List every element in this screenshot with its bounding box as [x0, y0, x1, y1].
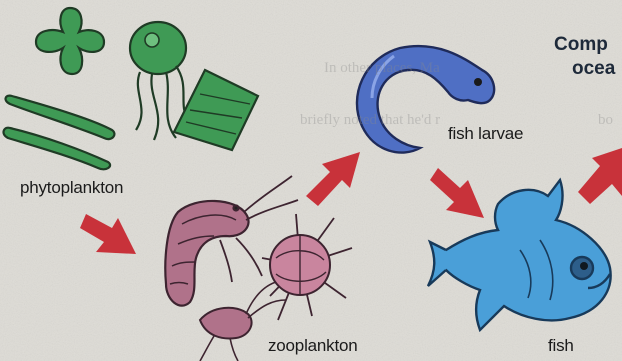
label-fish-larvae: fish larvae	[448, 124, 523, 144]
label-fish: fish	[548, 336, 574, 356]
label-phytoplankton: phytoplankton	[20, 178, 123, 198]
bleed-text-3: bo	[598, 112, 613, 129]
bleed-text-1: In other places, Ma	[324, 60, 440, 77]
heading-line-2: ocea	[572, 58, 615, 80]
label-zooplankton: zooplankton	[268, 336, 357, 356]
round-cell-icon	[130, 22, 186, 74]
heading-line-1: Comp	[554, 34, 608, 56]
bleed-text-2: briefly noted that he'd r	[300, 112, 440, 129]
